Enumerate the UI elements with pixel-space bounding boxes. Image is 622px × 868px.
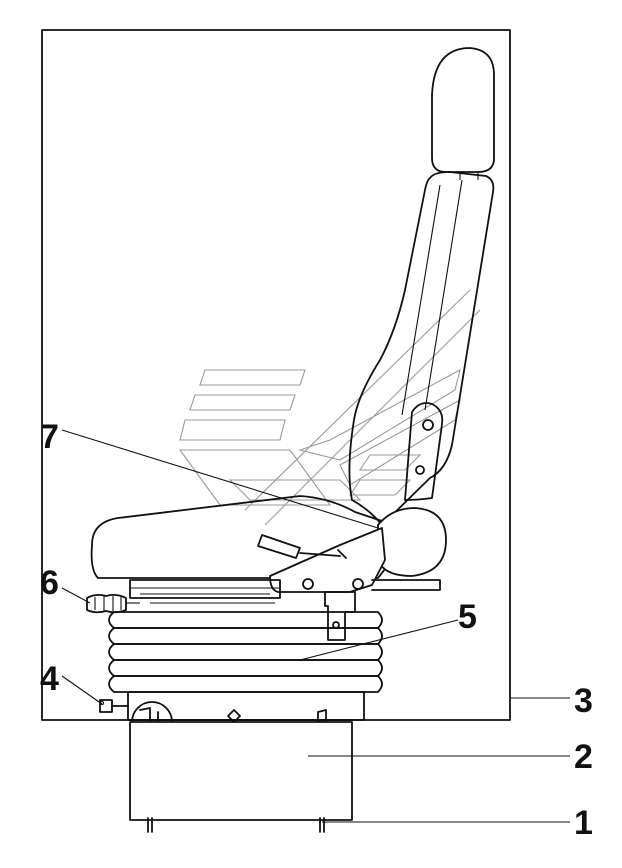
headrest: [431, 47, 495, 180]
backrest: [348, 171, 495, 526]
base-pins: [147, 817, 325, 833]
callout-5: 5: [458, 598, 477, 636]
seat-assembly-frame: [41, 29, 511, 721]
callout-6: 6: [40, 564, 59, 602]
callout-7: 7: [40, 418, 59, 456]
leader-lines: [61, 429, 570, 823]
callout-3: 3: [574, 682, 593, 720]
callout-4: 4: [40, 660, 59, 698]
adjustment-lever: [257, 534, 347, 559]
seat-slide-rails: [129, 579, 441, 641]
pivot-housing: [377, 507, 447, 577]
slide-handle: [86, 593, 140, 614]
callout-1: 1: [574, 804, 593, 842]
base-box: [129, 721, 353, 821]
suspension-knob: [99, 699, 129, 713]
side-plate: [269, 527, 386, 593]
callout-2: 2: [574, 738, 593, 776]
suspension-bellows: [108, 611, 383, 721]
watermark-logo: [178, 289, 481, 526]
recline-bracket: [404, 402, 444, 501]
